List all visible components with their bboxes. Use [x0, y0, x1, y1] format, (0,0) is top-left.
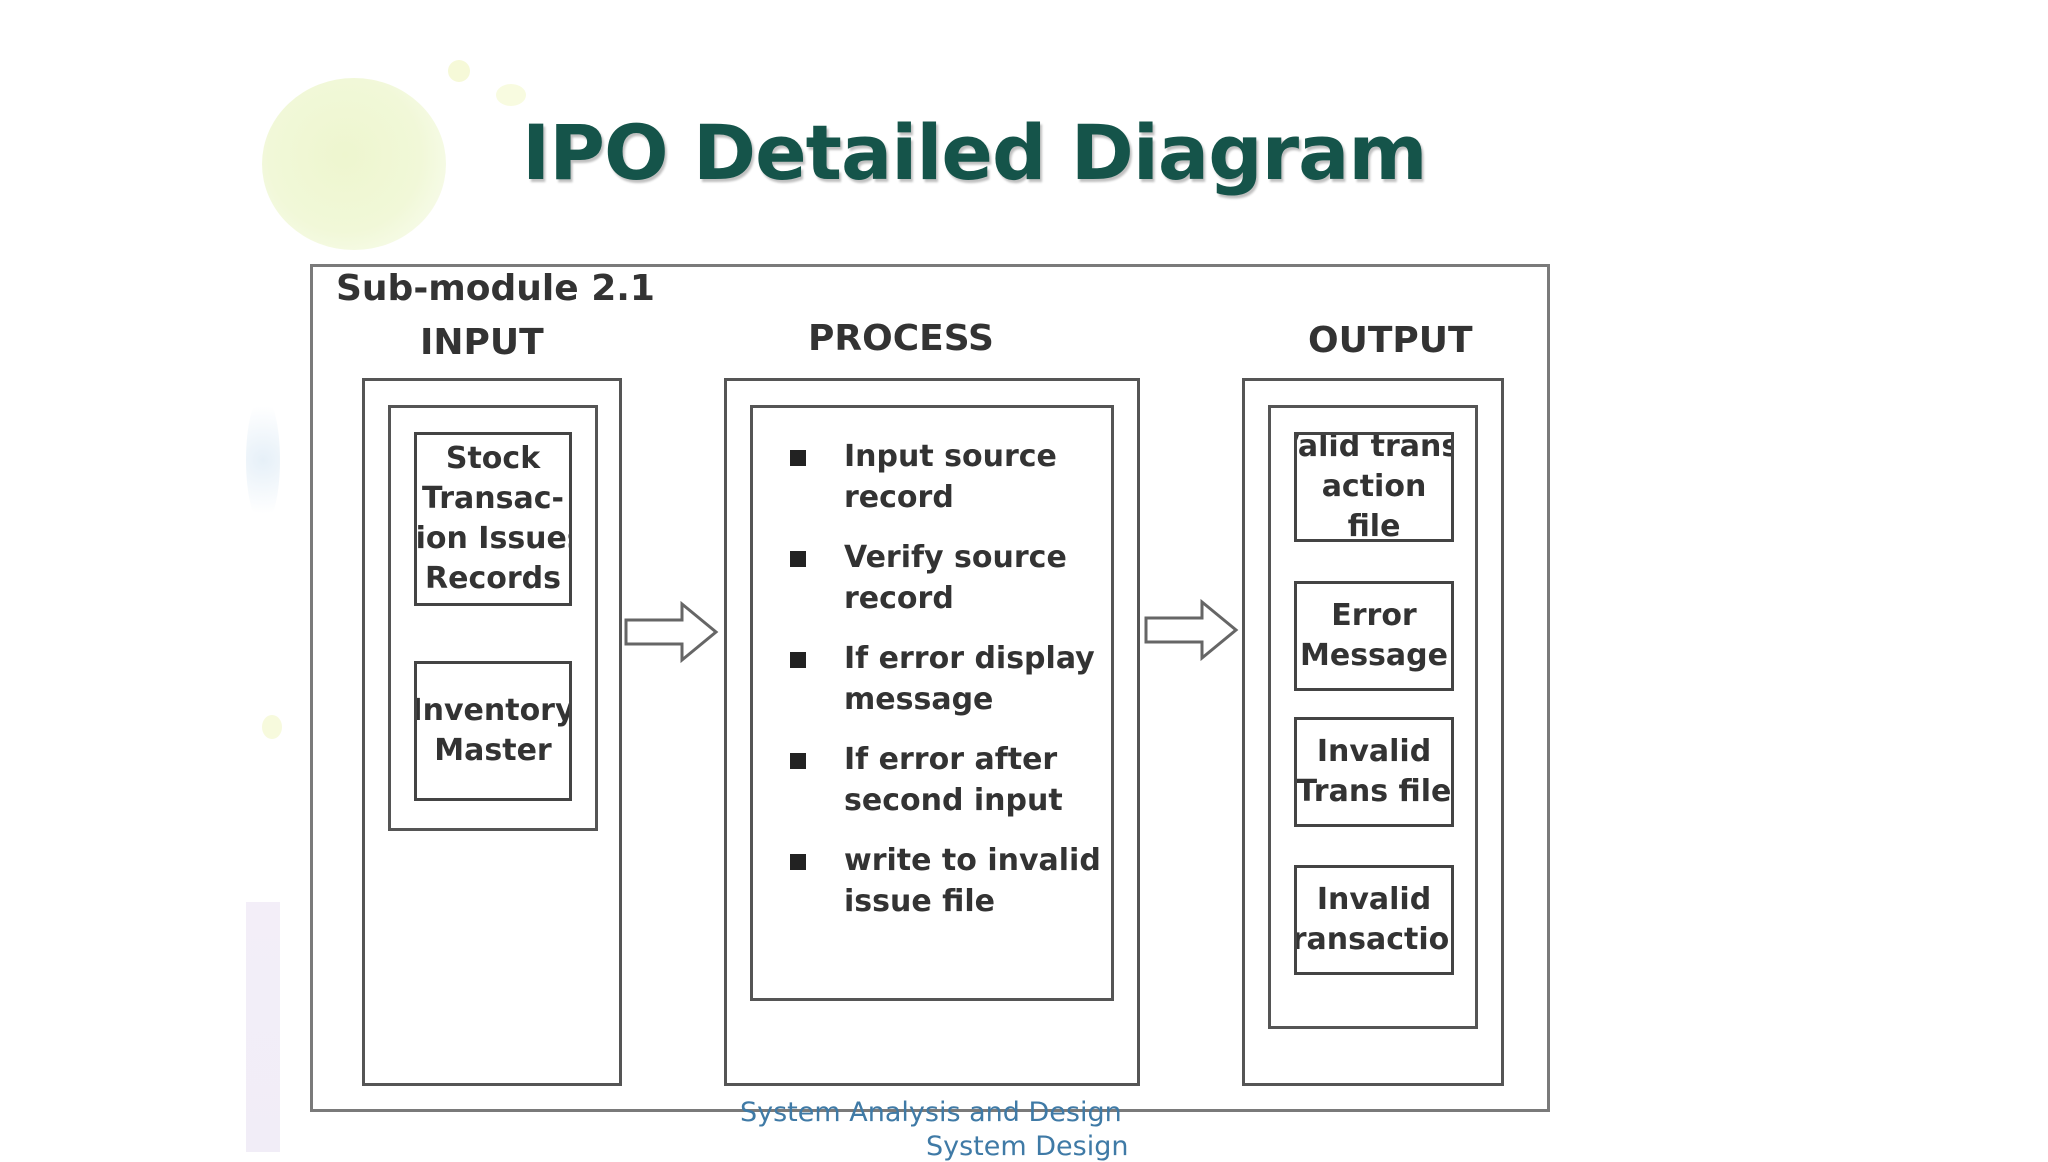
process-step-text: Input source record: [844, 439, 1057, 515]
arrow-right-icon: [1144, 598, 1239, 662]
decorative-dot: [262, 715, 282, 739]
decorative-shape: [246, 902, 280, 1152]
slide-title: IPO Detailed Diagram: [522, 108, 1428, 197]
diagram-frame: [310, 264, 1550, 1112]
decorative-shape: [246, 395, 280, 525]
process-header: PROCESS: [808, 318, 994, 359]
process-step-text: If error after second input: [844, 742, 1063, 818]
decorative-circle: [262, 78, 446, 250]
square-bullet-icon: [790, 753, 806, 769]
footer-course-title: System Analysis and Design: [740, 1097, 1122, 1128]
square-bullet-icon: [790, 450, 806, 466]
decorative-dot: [448, 60, 470, 82]
decorative-dot: [496, 84, 526, 106]
square-bullet-icon: [790, 551, 806, 567]
input-header: INPUT: [420, 322, 544, 363]
process-step: If error after second input: [790, 739, 1090, 840]
process-steps: Input source record Verify source record…: [790, 436, 1101, 941]
process-step: Verify source record: [790, 537, 1090, 638]
process-step-text: If error display message: [844, 641, 1095, 717]
process-step-text: write to invalid issue file: [844, 843, 1101, 919]
submodule-label: Sub-module 2.1: [336, 268, 655, 309]
process-step-text: Verify source record: [844, 540, 1067, 616]
square-bullet-icon: [790, 854, 806, 870]
square-bullet-icon: [790, 652, 806, 668]
process-step: If error display message: [790, 638, 1095, 739]
output-item-invalid-transaction: Invalid transaction: [1294, 865, 1454, 975]
input-item-stock-transactions: Stock Transac- tion Issues Records: [414, 432, 572, 606]
process-inner-box: [750, 405, 1114, 1001]
process-step: Input source record: [790, 436, 1090, 537]
arrow-right-icon: [624, 600, 719, 664]
process-step: write to invalid issue file: [790, 840, 1101, 941]
output-item-error-message: Error Message: [1294, 581, 1454, 691]
output-item-valid-transaction-file: Valid trans- action file: [1294, 432, 1454, 542]
output-header: OUTPUT: [1308, 320, 1473, 361]
input-item-inventory-master: Inventory Master: [414, 661, 572, 801]
output-item-invalid-trans-file: Invalid Trans file: [1294, 717, 1454, 827]
footer-section-title: System Design: [926, 1131, 1129, 1162]
